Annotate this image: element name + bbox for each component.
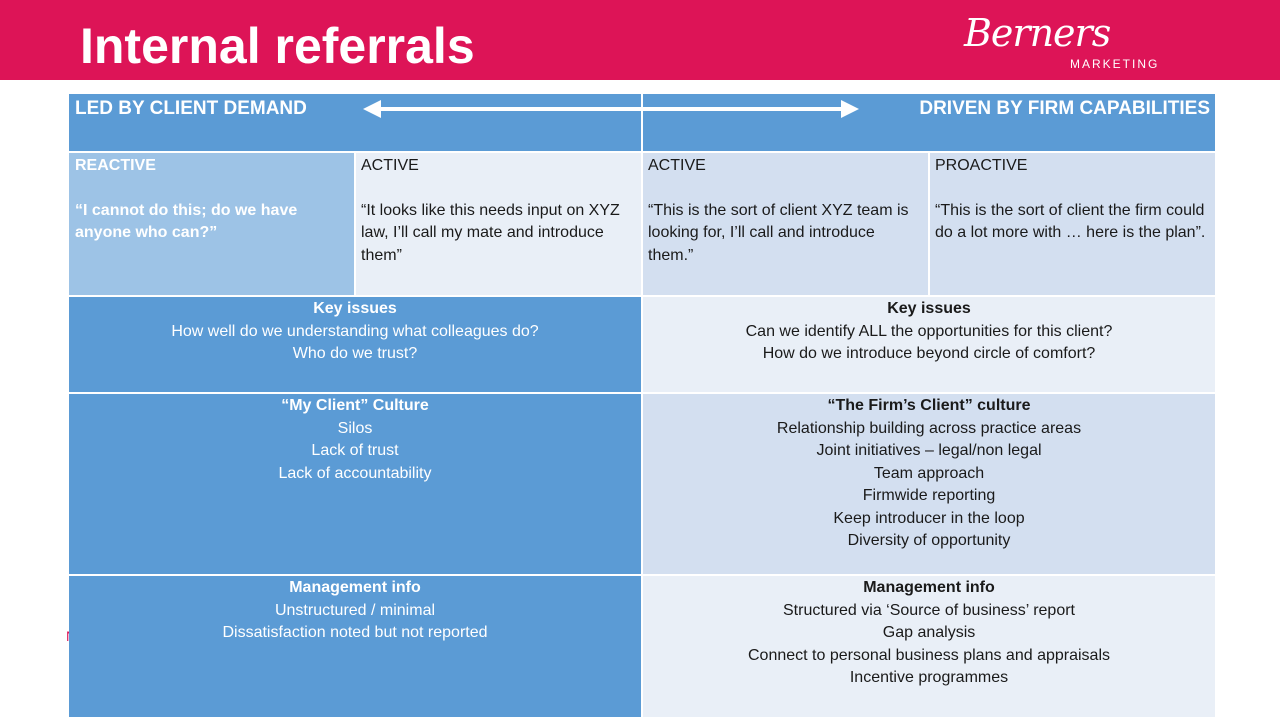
block-line: Team approach [873,464,985,482]
block-title: Key issues [887,300,971,317]
slide-title: Internal referrals [80,18,475,74]
block-line: Structured via ‘Source of business’ repo… [783,601,1075,619]
block-line: Lack of accountability [278,464,432,482]
block-line: Unstructured / minimal [274,601,436,619]
block-line: Relationship building across practice ar… [776,419,1082,437]
stage-quote: “I cannot do this; do we have anyone who… [75,201,298,242]
header-client-demand: LED BY CLIENT DEMAND [69,94,641,151]
block-line: Incentive programmes [849,669,1009,686]
stage-label: ACTIVE [648,157,706,174]
culture-left: “My Client” Culture Silos Lack of trust … [69,394,641,574]
stage-quote: “It looks like this needs input on XYZ l… [361,201,620,264]
header-firm-capabilities: DRIVEN BY FIRM CAPABILITIES [643,94,1215,151]
stage-quote: “This is the sort of client XYZ team is … [648,201,909,264]
stage-label: PROACTIVE [935,157,1028,174]
block-line: Diversity of opportunity [847,532,1011,549]
block-line: How do we introduce beyond circle of com… [762,345,1096,362]
referral-table: LED BY CLIENT DEMAND DRIVEN BY FIRM CAPA… [69,94,1215,717]
stage-label: REACTIVE [75,157,156,174]
key-issues-left: Key issues How well do we understanding … [69,297,641,392]
block-title: Key issues [313,300,397,317]
management-info-left: Management info Unstructured / minimal D… [69,576,641,717]
block-line: Gap analysis [882,624,976,641]
block-line: Firmwide reporting [862,487,996,504]
block-title: Management info [863,579,995,596]
block-line: Who do we trust? [292,345,418,362]
block-title: Management info [289,579,421,596]
block-line: Connect to personal business plans and a… [747,646,1110,664]
block-line: How well do we understanding what collea… [171,322,539,340]
block-line: Joint initiatives – legal/non legal [816,442,1042,459]
block-title: “The Firm’s Client” culture [827,397,1031,414]
block-line: Silos [337,419,373,437]
stage-proactive: PROACTIVE “This is the sort of client th… [930,153,1215,295]
title-banner [0,0,1280,80]
double-arrow-icon [363,100,859,118]
stage-active-firm: ACTIVE “This is the sort of client XYZ t… [643,153,928,295]
block-line: Can we identify ALL the opportunities fo… [745,322,1113,340]
stage-quote: “This is the sort of client the firm cou… [935,201,1206,242]
berners-logo: Berners MARKETING [958,8,1158,74]
logo-subtitle: MARKETING [1070,57,1160,71]
stage-reactive: REACTIVE “I cannot do this; do we have a… [69,153,354,295]
logo-wordmark: Berners [964,11,1111,55]
stage-active-client: ACTIVE “It looks like this needs input o… [356,153,641,295]
culture-right: “The Firm’s Client” culture Relationship… [643,394,1215,574]
block-title: “My Client” Culture [281,397,429,414]
block-line: Dissatisfaction noted but not reported [222,624,488,641]
stage-label: ACTIVE [361,157,419,174]
management-info-right: Management info Structured via ‘Source o… [643,576,1215,717]
key-issues-right: Key issues Can we identify ALL the oppor… [643,297,1215,392]
block-line: Keep introducer in the loop [833,509,1025,527]
block-line: Lack of trust [311,442,399,459]
